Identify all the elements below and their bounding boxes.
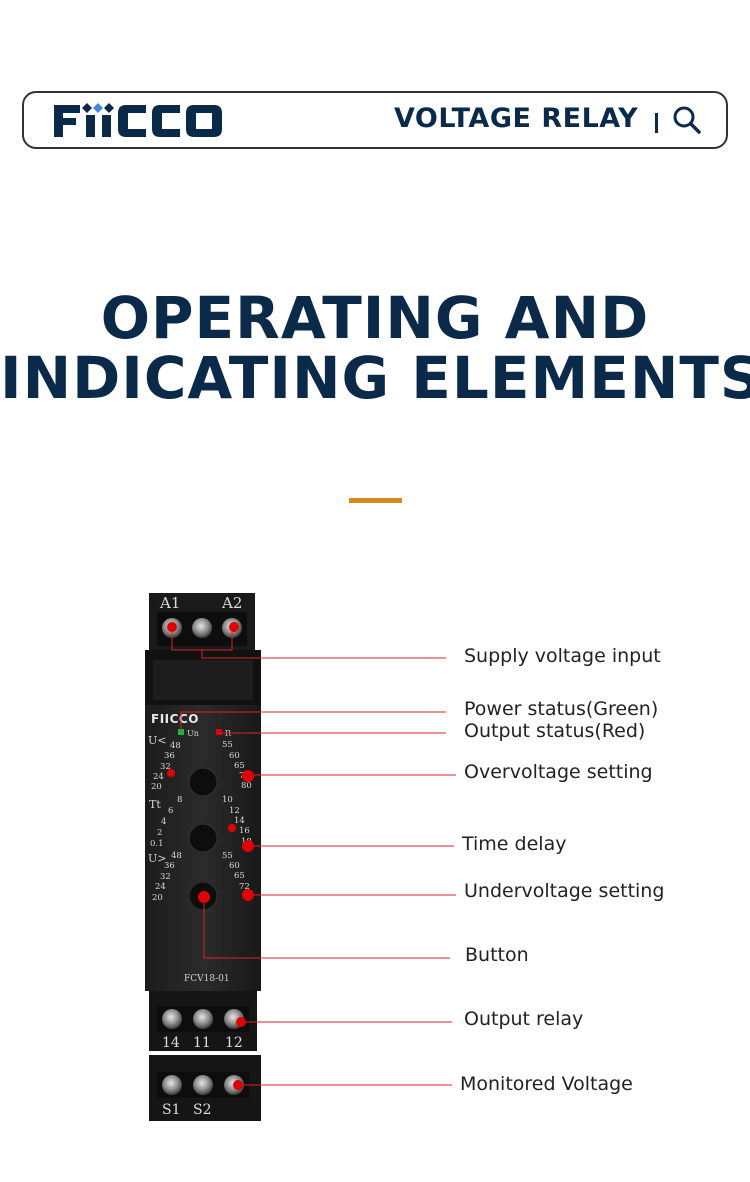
svg-text:14: 14 [234,816,245,826]
svg-text:65: 65 [234,871,245,881]
svg-text:12: 12 [229,806,240,816]
svg-text:2: 2 [157,828,162,838]
svg-text:55: 55 [222,740,233,750]
svg-text:20: 20 [151,782,162,792]
svg-text:60: 60 [229,751,240,761]
svg-text:55: 55 [222,851,233,861]
terminal-label-14: 14 [162,1035,180,1051]
knob-time-delay [188,823,218,853]
svg-text:24: 24 [155,882,166,892]
svg-text:8: 8 [177,795,182,805]
knob-overvoltage [188,767,218,797]
screw-mid [192,618,212,638]
header-divider [655,113,658,133]
svg-text:16: 16 [239,826,250,836]
svg-text:36: 36 [164,751,175,761]
terminal-label-12: 12 [225,1035,243,1051]
svg-text:48: 48 [170,741,181,751]
headline-line-1: OPERATING AND [100,284,650,352]
callout-power-status: Power status(Green) [464,698,659,720]
svg-text:32: 32 [160,762,171,772]
accent-divider [349,498,402,503]
svg-text:6: 6 [168,806,173,816]
svg-text:4: 4 [161,817,166,827]
svg-text:20: 20 [152,893,163,903]
terminal-label-s2: S2 [193,1102,212,1118]
svg-text:48: 48 [171,851,182,861]
pointer-lines [171,628,456,1086]
callout-button: Button [465,944,529,966]
led-output-red [216,729,222,735]
header-title: VOLTAGE RELAY [394,103,639,134]
callout-output-relay: Output relay [464,1008,584,1030]
led-label-un: Un [187,729,199,738]
search-icon[interactable] [672,105,702,135]
terminal-label-11: 11 [193,1035,211,1051]
callout-time-delay: Time delay [462,833,567,855]
svg-text:32: 32 [160,872,171,882]
svg-text:72: 72 [239,882,250,892]
svg-text:60: 60 [229,861,240,871]
terminal-label-s1: S1 [162,1102,181,1118]
svg-text:36: 36 [164,861,175,871]
header-bar: VOLTAGE RELAY [22,91,728,149]
callout-undervoltage-setting: Undervoltage setting [464,880,665,902]
svg-text:65: 65 [234,761,245,771]
dial-label-over: U> [148,852,167,865]
device-model: FCV18-01 [184,974,230,984]
headline-line-2: INDICATING ELEMENTS [0,344,750,412]
svg-text:80: 80 [241,781,252,791]
svg-text:24: 24 [153,772,164,782]
terminal-label-a1: A1 [159,594,180,612]
callout-monitored-voltage: Monitored Voltage [460,1073,633,1095]
dial-label-under: U< [148,734,167,747]
pointer-dots [167,622,254,1090]
svg-text:10: 10 [222,795,233,805]
brand-logo [54,103,222,137]
callout-supply-voltage-input: Supply voltage input [464,645,661,667]
device-brand: FIICCO [151,712,199,726]
svg-text:0.1: 0.1 [150,839,164,849]
led-power-green [178,729,184,735]
callout-overvoltage-setting: Overvoltage setting [464,761,653,783]
dial-label-time: Tt [149,798,161,811]
callout-output-status: Output status(Red) [464,720,646,742]
terminal-label-a2: A2 [221,594,242,612]
